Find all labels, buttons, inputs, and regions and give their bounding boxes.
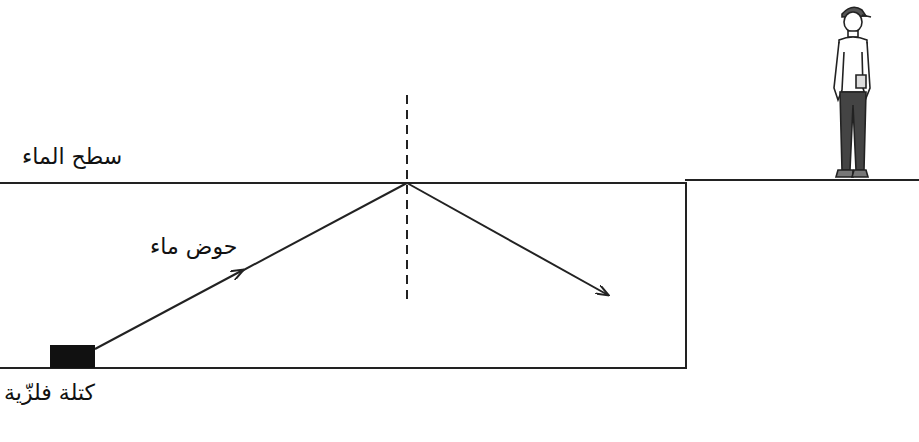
reflected-ray bbox=[407, 183, 608, 295]
observer-person bbox=[834, 7, 871, 177]
tank-label: حوض ماء bbox=[150, 234, 237, 260]
metal-block bbox=[50, 345, 95, 368]
incident-ray bbox=[240, 183, 407, 272]
metal-block-label: كتلة فلزّية bbox=[4, 380, 95, 406]
ground bbox=[685, 179, 919, 181]
incident-ray bbox=[95, 270, 243, 349]
water-surface-label: سطح الماء bbox=[22, 144, 122, 170]
normal-line bbox=[406, 95, 408, 302]
tank-bottom bbox=[0, 367, 687, 369]
tank-wall bbox=[685, 182, 687, 368]
water-surface bbox=[0, 182, 686, 184]
